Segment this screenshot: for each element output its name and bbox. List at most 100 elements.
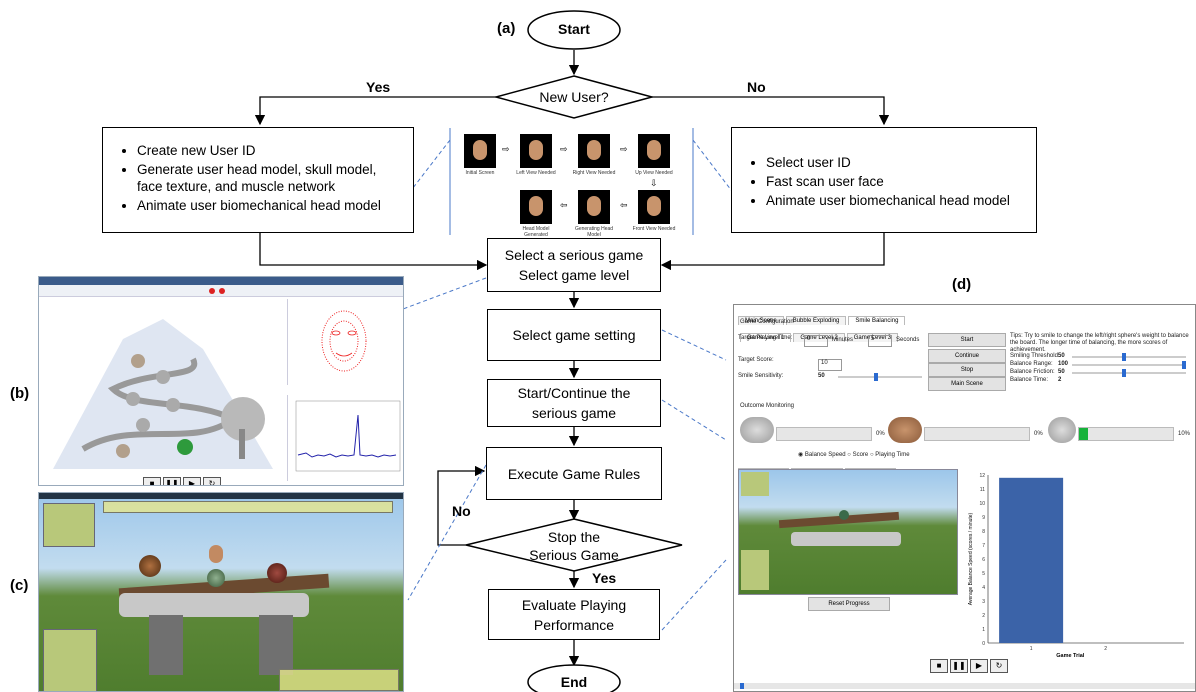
slider-handle[interactable]	[874, 373, 878, 381]
avatar-head	[209, 545, 223, 563]
stop-yes-label: Yes	[592, 570, 617, 586]
start-continue-line: serious game	[531, 405, 617, 421]
tab-main-scene[interactable]: Main Scene	[738, 316, 784, 325]
thumb-caption: Generating Head Model	[574, 226, 614, 238]
radio-score[interactable]: Score	[852, 452, 869, 458]
existing-user-steps-box: Select user ID Fast scan user face Anima…	[731, 127, 1037, 233]
minutes-spinbox[interactable]: 0	[804, 335, 828, 347]
new-user-steps-box: Create new User ID Generate user head mo…	[102, 127, 414, 233]
avatar-icon	[888, 417, 922, 443]
progress-panel	[279, 669, 399, 691]
play-icon[interactable]: ▶	[970, 658, 988, 673]
param-label: Balance Range:	[1010, 361, 1053, 367]
param-value: 50	[1058, 353, 1065, 359]
arrow-down-icon: ⇩	[650, 178, 658, 188]
stats-menu	[43, 629, 97, 691]
y-tick-label: 9	[982, 515, 985, 521]
titlebar	[39, 277, 403, 285]
select-game-line: Select a serious game	[504, 247, 644, 263]
tab-level-3[interactable]: Game Level 3	[846, 333, 899, 342]
panel-b-screenshot: ■❚❚▶↻	[38, 276, 404, 486]
select-game-box: Select a serious game Select game level	[487, 238, 661, 292]
start-label: Start	[558, 21, 590, 37]
target-time-label: Target Playing Time:	[738, 335, 793, 341]
continue-button[interactable]: Continue	[928, 349, 1006, 363]
smile-sensitivity-slider[interactable]	[838, 373, 922, 381]
playing-time-bar	[103, 501, 393, 513]
target-score-spinbox[interactable]: 10	[818, 359, 842, 371]
pause-icon[interactable]: ❚❚	[163, 476, 181, 485]
target-score-label: Target Score:	[738, 357, 774, 363]
arrow-left-icon: ⇦	[620, 200, 628, 210]
progress-bar	[776, 427, 872, 441]
thumb-caption: Up View Needed	[635, 170, 673, 176]
metric-radio-group: ◉ Balance Speed ○ Score ○ Playing Time	[798, 451, 910, 458]
seconds-spinbox[interactable]: 5	[868, 335, 892, 347]
param-value: 100	[1058, 361, 1069, 367]
slider-handle[interactable]	[1122, 369, 1126, 377]
refresh-icon[interactable]: ↻	[203, 476, 221, 485]
stone-table-top	[119, 593, 309, 617]
param-slider[interactable]	[1072, 369, 1186, 377]
x-axis-label: Game Trial	[1056, 653, 1085, 659]
tab-level-2[interactable]: Game Level 2	[793, 333, 845, 342]
param-slider[interactable]	[1072, 361, 1186, 369]
y-tick-label: 2	[982, 613, 985, 619]
radio-balance-speed[interactable]: Balance Speed	[804, 452, 846, 458]
start-button[interactable]: Start	[928, 333, 1006, 347]
smile-sensitivity-label: Smile Sensitivity:	[738, 373, 784, 379]
x-tick-label: 2	[1104, 646, 1107, 652]
seconds-label: Seconds	[896, 337, 920, 343]
stop-icon[interactable]: ■	[143, 476, 161, 485]
record-icon	[209, 288, 215, 294]
signal-plot	[287, 395, 403, 481]
radio-icon[interactable]: ○	[847, 452, 851, 458]
refresh-icon[interactable]: ↻	[990, 658, 1008, 673]
end-terminal	[527, 664, 621, 692]
radio-playing-time[interactable]: Playing Time	[875, 452, 910, 458]
play-icon[interactable]: ▶	[183, 476, 201, 485]
x-tick-label: 1	[1030, 646, 1033, 652]
panel-a-label: (a)	[497, 20, 516, 37]
stone-table-top	[791, 532, 901, 546]
existing-user-step: Fast scan user face	[766, 173, 1020, 190]
pause-icon[interactable]: ❚❚	[950, 658, 968, 673]
yes-branch-label: Yes	[366, 79, 391, 95]
panel-b-label: (b)	[10, 385, 30, 402]
stone-leg-right	[259, 615, 293, 675]
panel-c-label: (c)	[10, 577, 29, 594]
existing-user-step: Animate user biomechanical head model	[766, 192, 1020, 209]
slider-handle[interactable]	[1182, 361, 1186, 369]
scrollbar[interactable]	[734, 683, 1195, 689]
scroll-thumb[interactable]	[740, 683, 744, 689]
stop-button[interactable]: Stop	[928, 363, 1006, 377]
tips-text: Tips: Try to smile to change the left/ri…	[1010, 333, 1189, 353]
y-tick-label: 11	[980, 487, 985, 493]
progress-bar	[1078, 427, 1174, 441]
titlebar	[39, 493, 403, 499]
outcome-progress: 0% 0% 10%	[738, 415, 1193, 449]
y-tick-label: 10	[979, 501, 985, 507]
balance-icon	[1048, 417, 1076, 443]
tab-level-1[interactable]: Game Level 1	[740, 333, 792, 342]
stop-icon[interactable]: ■	[930, 658, 948, 673]
param-slider[interactable]	[1072, 353, 1186, 361]
param-label: Balance Time:	[1010, 377, 1049, 383]
param-value: 50	[1058, 369, 1065, 375]
y-tick-label: 12	[979, 473, 985, 479]
slider-handle[interactable]	[1122, 353, 1126, 361]
tab-smile-balancing[interactable]: Smile Balancing	[848, 316, 906, 325]
center-sphere	[207, 569, 225, 587]
y-tick-label: 3	[982, 599, 985, 605]
progress-fill	[1079, 428, 1089, 440]
reset-progress-button[interactable]: Reset Progress	[808, 597, 890, 611]
y-axis-label: Average Balance Speed (scores / minute)	[968, 512, 974, 605]
evaluate-line: Evaluate Playing	[521, 596, 627, 613]
radio-selected-icon[interactable]: ◉	[798, 452, 804, 458]
tab-bubble-exploding[interactable]: Bubble Exploding	[785, 316, 847, 325]
mini-game-view	[738, 469, 958, 595]
radio-icon[interactable]: ○	[869, 452, 874, 458]
thumb-initial	[464, 134, 496, 168]
right-sphere	[267, 563, 287, 583]
main-scene-button[interactable]: Main Scene	[928, 377, 1006, 391]
